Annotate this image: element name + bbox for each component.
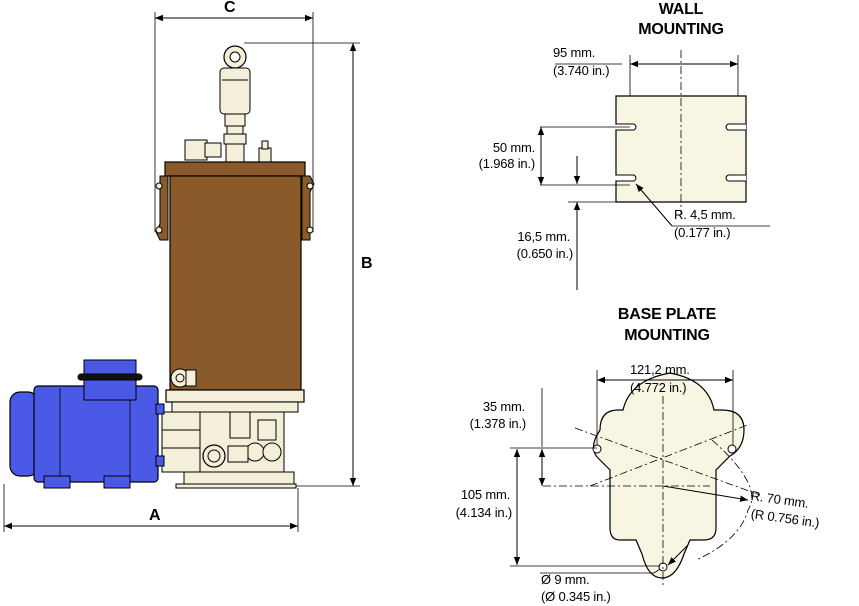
dimension-a-label: A bbox=[149, 507, 161, 524]
wall-radius-mm: R. 4,5 mm. bbox=[674, 207, 736, 222]
pump-unit bbox=[3, 12, 360, 532]
wall-radius-in: (0.177 in.) bbox=[674, 225, 731, 240]
base-mounting-title-line2: MOUNTING bbox=[624, 327, 710, 344]
base-hole-in: (Ø 0.345 in.) bbox=[541, 589, 611, 604]
wall-slot-mm: 50 mm. bbox=[492, 140, 535, 155]
base-width-mm: 121,2 mm. bbox=[630, 362, 690, 377]
wall-mounting-title-line2: MOUNTING bbox=[638, 21, 724, 38]
wall-offset-in: (0.650 in.) bbox=[516, 246, 574, 261]
dimension-c-label: C bbox=[224, 0, 236, 16]
base-width-in: (4.772 in.) bbox=[630, 380, 687, 395]
base-plate-drawing bbox=[510, 370, 761, 585]
wall-mounting-drawing bbox=[537, 50, 770, 290]
base-h2-mm: 105 mm. bbox=[460, 487, 510, 502]
wall-offset-mm: 16,5 mm. bbox=[517, 229, 570, 244]
base-hole-mm: Ø 9 mm. bbox=[541, 572, 590, 587]
base-h1-mm: 35 mm. bbox=[482, 399, 525, 414]
base-h2-in: (4.134 in.) bbox=[455, 505, 513, 520]
base-h1-in: (1.378 in.) bbox=[469, 416, 527, 431]
wall-width-mm: 95 mm. bbox=[553, 45, 596, 60]
wall-slot-in: (1.968 in.) bbox=[478, 156, 536, 171]
base-mounting-title-line1: BASE PLATE bbox=[617, 306, 717, 323]
dimension-b-label: B bbox=[361, 255, 373, 272]
wall-mounting-title-line1: WALL bbox=[658, 1, 704, 18]
wall-width-in: (3.740 in.) bbox=[553, 63, 610, 78]
